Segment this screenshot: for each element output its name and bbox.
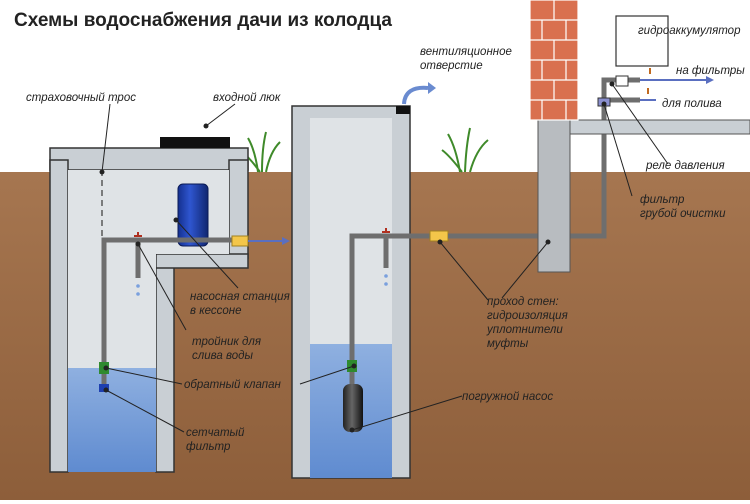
label-accumulator: гидроаккумулятор bbox=[638, 25, 741, 37]
label-vent-line1: вентиляционное bbox=[420, 46, 512, 58]
label-wall-pass-line3: уплотнители bbox=[487, 324, 563, 336]
label-pump-station-line1: насосная станция bbox=[190, 291, 290, 303]
pump-station-tank bbox=[177, 183, 209, 247]
label-mesh-filter-line2: фильтр bbox=[186, 441, 231, 453]
house-foundation bbox=[537, 119, 750, 273]
label-vent-line2: отверстие bbox=[420, 60, 483, 72]
label-mesh-filter-line1: сетчатый bbox=[186, 427, 245, 439]
drip-drops-middle bbox=[384, 274, 388, 286]
label-tee-line1: тройник для bbox=[192, 336, 261, 348]
label-tee-line2: слива воды bbox=[192, 350, 253, 362]
leader-dots bbox=[99, 81, 615, 433]
label-filter-line1: фильтр bbox=[640, 194, 685, 206]
label-pressure-relay: реле давления bbox=[646, 160, 725, 172]
drip-drops-left bbox=[136, 284, 140, 296]
label-safety-rope: страховочный трос bbox=[26, 92, 136, 104]
label-entry-hatch: входной люк bbox=[213, 92, 281, 104]
label-wall-pass-line4: муфты bbox=[487, 338, 529, 350]
entry-hatch-lid bbox=[160, 137, 230, 148]
wall-seal-left bbox=[231, 235, 249, 247]
grass-right bbox=[441, 127, 489, 173]
tee-valve-middle bbox=[382, 228, 390, 233]
wall-seal-middle bbox=[429, 230, 449, 242]
grass-left bbox=[241, 131, 281, 173]
label-check-valve: обратный клапан bbox=[184, 379, 281, 391]
faucet-valves bbox=[647, 68, 651, 94]
label-pump-station-line2: в кессоне bbox=[190, 305, 242, 317]
label-submersible-pump: погружной насос bbox=[462, 391, 554, 403]
submersible-pump bbox=[343, 384, 363, 432]
left-well bbox=[49, 147, 249, 473]
accumulator-box bbox=[615, 15, 669, 67]
mesh-filter-left bbox=[99, 384, 109, 392]
leader-lines bbox=[101, 83, 669, 433]
pressure-relay bbox=[615, 75, 629, 87]
vent-arrow bbox=[402, 85, 429, 105]
label-wall-pass-line2: гидроизоляция bbox=[487, 310, 568, 322]
tee-valve-left bbox=[134, 232, 142, 237]
page-title: Схемы водоснабжения дачи из колодца bbox=[14, 10, 392, 31]
label-filter-line2: грубой очистки bbox=[640, 208, 726, 220]
middle-well-pipes bbox=[349, 233, 430, 384]
label-for-watering: для полива bbox=[662, 98, 722, 110]
vent-hole bbox=[396, 106, 410, 114]
label-wall-pass-line1: проход стен: bbox=[487, 296, 559, 308]
label-to-filters: на фильтры bbox=[676, 65, 745, 77]
brick-wall bbox=[529, 0, 579, 121]
